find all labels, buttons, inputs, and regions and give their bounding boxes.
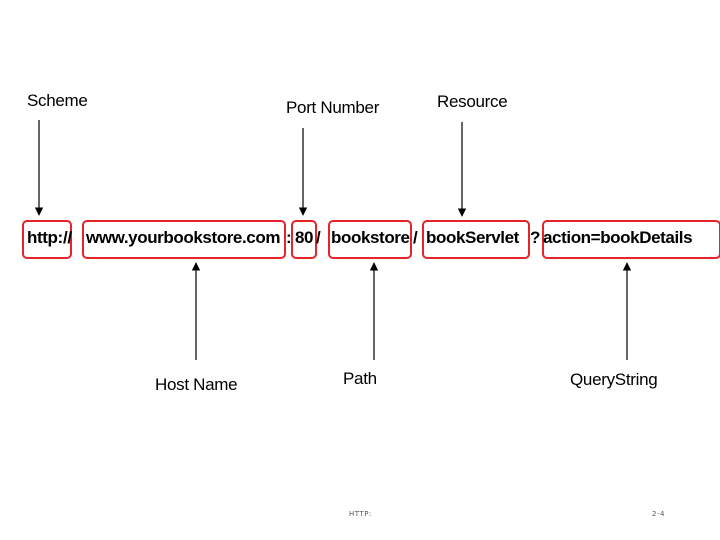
- scheme-label: Scheme: [27, 91, 88, 110]
- url-port: 80: [295, 228, 314, 247]
- port-number-label: Port Number: [286, 98, 380, 117]
- url-separator-double-slash: //: [63, 228, 72, 247]
- url-question-mark: ?: [530, 228, 540, 247]
- url-colon: :: [286, 228, 292, 247]
- host-name-label: Host Name: [155, 375, 238, 394]
- url-resource: bookServlet: [426, 228, 519, 247]
- url-path: bookstore: [331, 228, 410, 247]
- path-highlight-box: [328, 220, 412, 259]
- url-separator-slash-1: /: [316, 228, 321, 247]
- resource-highlight-box: [422, 220, 530, 259]
- scheme-highlight-box: [22, 220, 72, 259]
- footer-title: HTTP:: [349, 510, 372, 518]
- url-query: action=bookDetails: [543, 228, 693, 247]
- port-highlight-box: [291, 220, 317, 259]
- url-scheme: http:: [27, 228, 63, 247]
- query-string-label: QueryString: [570, 370, 658, 389]
- url-separator-slash-2: /: [413, 228, 418, 247]
- path-label: Path: [343, 369, 377, 388]
- url-host: www.yourbookstore.com: [86, 228, 281, 247]
- resource-label: Resource: [437, 92, 508, 111]
- page-number: 2-4: [652, 510, 665, 518]
- host-highlight-box: [82, 220, 286, 259]
